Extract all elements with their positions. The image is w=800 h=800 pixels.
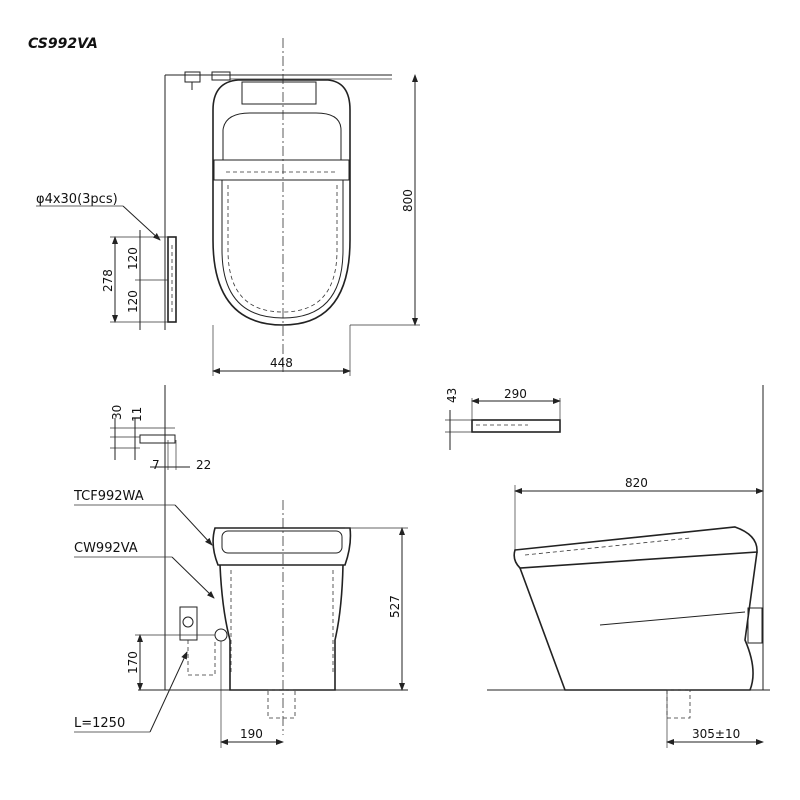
screw-spec-label: φ4x30(3pcs) [36,192,118,207]
remote-control: 43 290 [445,387,561,450]
bracket-depth-2: 22 [196,458,211,472]
remote-thickness: 43 [445,388,459,403]
rough-in-dimension: 305±10 [692,727,740,741]
length-dimension: 820 [625,476,648,490]
front-view: 30 11 7 22 TCF992WA CW992VA L=1250 527 1… [73,385,408,748]
side-view: 820 305±10 [487,385,770,748]
hose-length-label: L=1250 [74,716,125,731]
seat-model-label: TCF992WA [73,489,144,504]
remote-width: 290 [504,387,527,401]
top-view: 800 448 [164,38,420,376]
bracket-lower-spacing: 120 [126,290,140,313]
height-dimension: 527 [388,595,402,618]
bracket-total-dimension: 278 [101,269,115,292]
bracket-depth-1: 7 [152,458,160,472]
drawing-title: CS992VA [28,36,98,52]
width-dimension: 448 [270,356,293,370]
supply-height-dimension: 170 [126,651,140,674]
toilet-top-outline [212,79,351,326]
supply-offset-dimension: 190 [240,727,263,741]
bracket-upper-spacing: 120 [126,247,140,270]
mounting-bracket: 278 120 120 φ4x30(3pcs) [36,192,177,330]
bracket-offset: 11 [130,407,144,422]
depth-dimension: 800 [401,189,415,212]
bowl-model-label: CW992VA [74,541,138,556]
bracket-height: 30 [110,405,124,420]
